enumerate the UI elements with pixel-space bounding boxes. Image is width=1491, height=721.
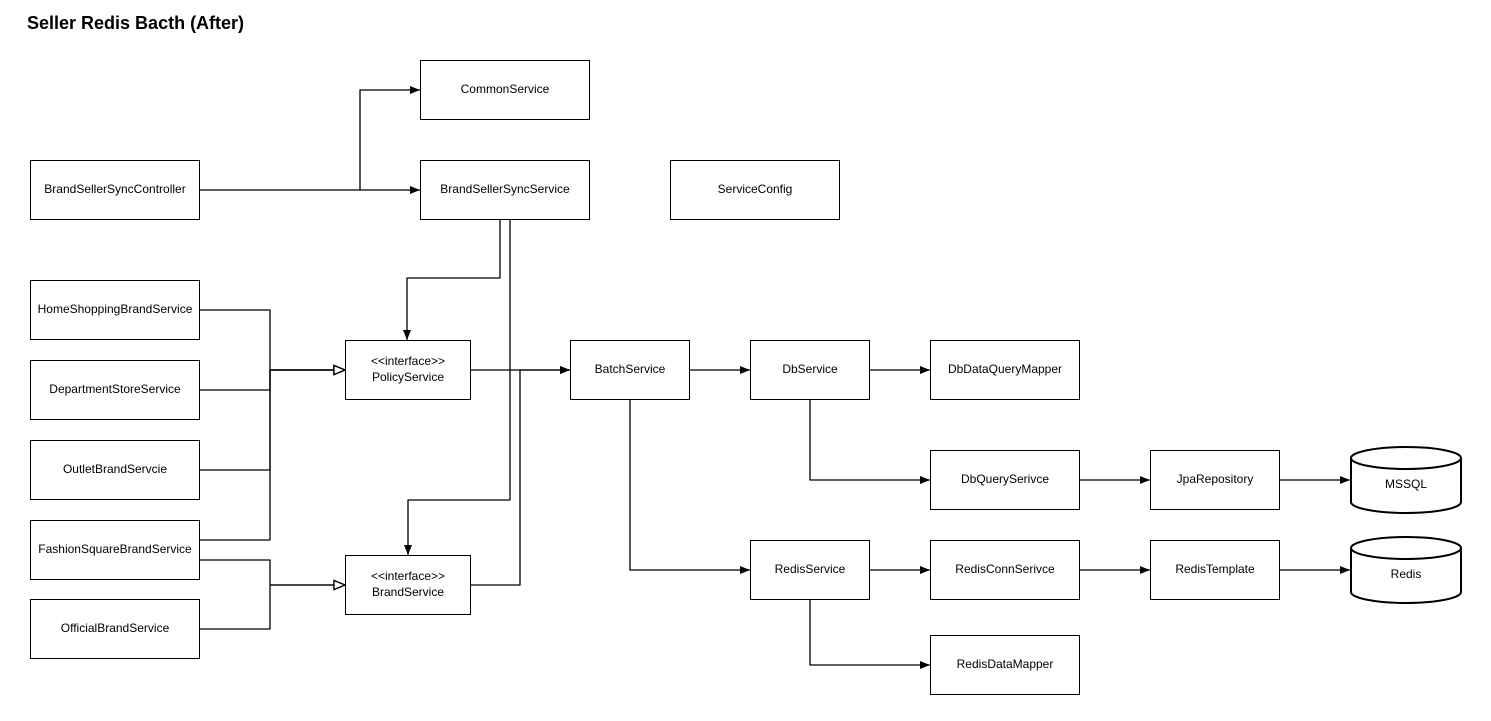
node-label: FashionSquareBrandService: [38, 542, 192, 557]
node-brandSellerSyncService: BrandSellerSyncService: [420, 160, 590, 220]
node-label: RedisDataMapper: [956, 657, 1054, 672]
edge-dbService-to-dbQuerySerivce: [809, 400, 930, 484]
node-label: BrandSellerSyncService: [440, 182, 570, 197]
node-label: BrandService: [371, 585, 445, 599]
node-label: CommonService: [460, 82, 550, 97]
node-brandService: <<interface>>BrandService: [345, 555, 471, 615]
node-label: BatchService: [594, 362, 666, 377]
node-label: OutletBrandServcie: [62, 462, 168, 477]
edge-brandSellerSyncService-to-policyService: [403, 220, 501, 340]
edge-batchService-to-redisService: [629, 400, 750, 574]
edge-officialBrandService-to-brandService: [200, 579, 347, 630]
edge-brandSellerSyncController-to-commonService: [359, 86, 420, 190]
node-label: PolicyService: [371, 370, 445, 384]
database-cylinder-shape: [1350, 446, 1462, 514]
node-batchService: BatchService: [570, 340, 690, 400]
node-brandSellerSyncController: BrandSellerSyncController: [30, 160, 200, 220]
node-officialBrandService: OfficialBrandService: [30, 599, 200, 659]
node-label: Redis: [1390, 567, 1422, 582]
node-homeShoppingBrandService: HomeShoppingBrandService: [30, 280, 200, 340]
node-redisDataMapper: RedisDataMapper: [930, 635, 1080, 695]
edge-fashionSquareBrandService-to-brandService: [200, 559, 347, 591]
node-stereotype: <<interface>>: [370, 569, 446, 584]
edge-fashionSquareBrandService-to-policyService: [200, 364, 347, 541]
node-jpaRepository: JpaRepository: [1150, 450, 1280, 510]
node-outletBrandServcie: OutletBrandServcie: [30, 440, 200, 500]
node-mssql: MSSQL: [1350, 446, 1462, 514]
node-label: MSSQL: [1384, 477, 1427, 492]
node-label: RedisService: [774, 562, 846, 577]
node-fashionSquareBrandService: FashionSquareBrandService: [30, 520, 200, 580]
node-label: DepartmentStoreService: [49, 382, 181, 397]
diagram-title: Seller Redis Bacth (After): [27, 13, 245, 33]
edge-brandService-to-batchService: [471, 366, 570, 586]
node-label: RedisTemplate: [1175, 562, 1255, 577]
edge-brandSellerSyncService-to-brandService: [404, 220, 511, 555]
node-dbDataQueryMapper: DbDataQueryMapper: [930, 340, 1080, 400]
node-label: OfficialBrandService: [60, 621, 170, 636]
node-label: DbQuerySerivce: [960, 472, 1050, 487]
node-serviceConfig: ServiceConfig: [670, 160, 840, 220]
node-label: BrandSellerSyncController: [44, 182, 186, 197]
edge-departmentStoreService-to-policyService: [200, 364, 347, 391]
node-stereotype: <<interface>>: [370, 354, 446, 369]
edge-redisService-to-redisDataMapper: [809, 600, 930, 669]
node-dbQuerySerivce: DbQuerySerivce: [930, 450, 1080, 510]
node-redis: Redis: [1350, 536, 1462, 604]
node-label: JpaRepository: [1176, 472, 1254, 487]
node-label: RedisConnSerivce: [955, 562, 1055, 577]
node-label: ServiceConfig: [717, 182, 793, 197]
node-label: DbService: [782, 362, 838, 377]
edge-homeShoppingBrandService-to-policyService: [200, 309, 347, 376]
node-departmentStoreService: DepartmentStoreService: [30, 360, 200, 420]
node-commonService: CommonService: [420, 60, 590, 120]
node-label: DbDataQueryMapper: [947, 362, 1063, 377]
node-redisConnSerivce: RedisConnSerivce: [930, 540, 1080, 600]
node-redisService: RedisService: [750, 540, 870, 600]
node-label: HomeShoppingBrandService: [37, 302, 193, 317]
node-dbService: DbService: [750, 340, 870, 400]
node-policyService: <<interface>>PolicyService: [345, 340, 471, 400]
edge-outletBrandServcie-to-policyService: [200, 364, 347, 471]
node-redisTemplate: RedisTemplate: [1150, 540, 1280, 600]
database-cylinder-shape: [1350, 536, 1462, 604]
